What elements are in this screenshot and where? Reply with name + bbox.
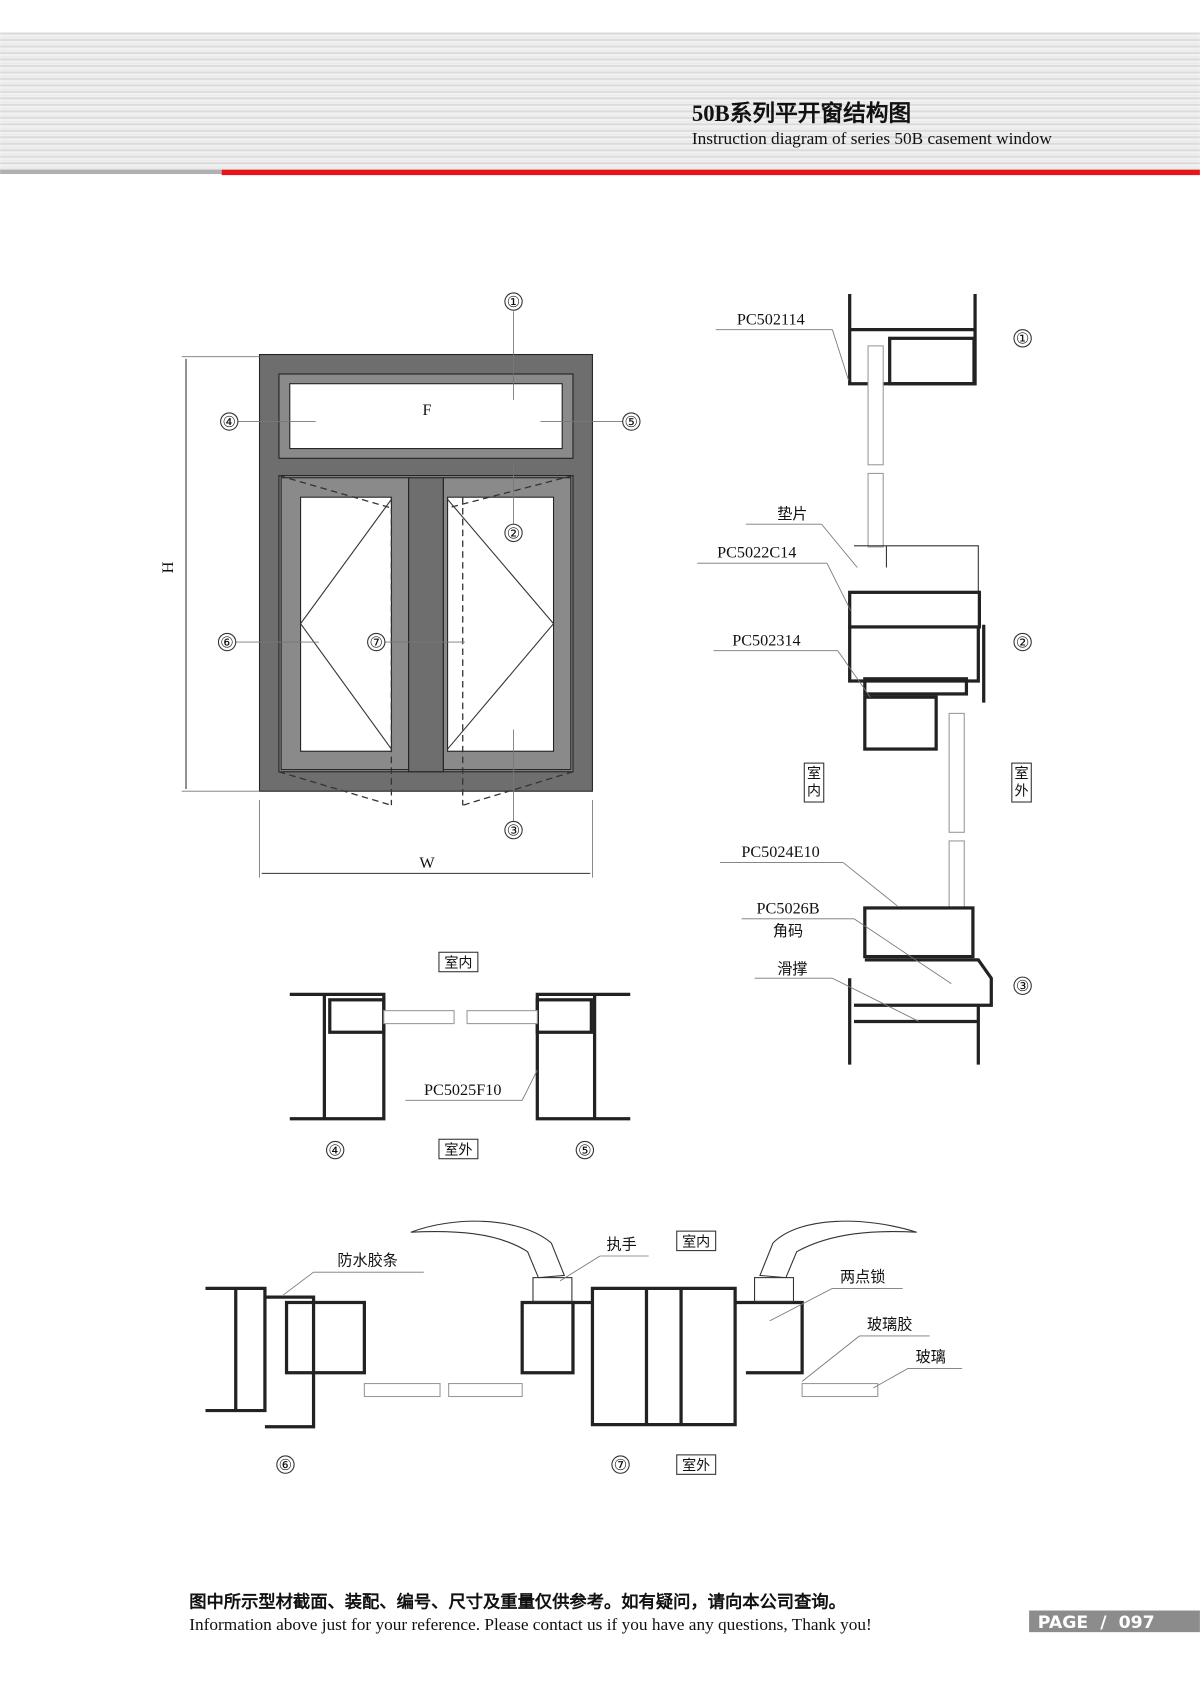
fixed-pane-label: F [423,401,432,419]
part-label: PC5022C14 [717,544,796,562]
part-label: 滑撑 [777,960,807,978]
footer-note-cn: 图中所示型材截面、装配、编号、尺寸及重量仅供参考。如有疑问，请向本公司查询。 [189,1591,846,1612]
elevation-markers: ① ② ③ ④ ⑤ ⑥ ⑦ [217,292,641,840]
part-label: 两点锁 [840,1268,885,1286]
svg-text:⑦: ⑦ [369,635,383,651]
footer-note-en: Information above just for your referenc… [189,1615,872,1634]
part-label: 执手 [606,1236,636,1254]
indoor-label: 室内 [444,954,472,971]
header-gray-bar [0,169,222,175]
indoor-label: 室内 [682,1233,710,1250]
window-elevation: ① ② ③ ④ ⑤ ⑥ ⑦ F H W [159,292,641,878]
part-label: PC5026B [757,899,820,917]
svg-text:④: ④ [222,415,236,431]
svg-text:⑥: ⑥ [279,1458,293,1474]
svg-text:②: ② [507,526,521,542]
outdoor-label: 室外 [682,1457,710,1474]
footer: 图中所示型材截面、装配、编号、尺寸及重量仅供参考。如有疑问，请向本公司查询。 I… [189,1591,1200,1634]
width-label: W [419,854,435,872]
vertical-section: PC502114 垫片 PC5022C14 PC502314 PC5024E10… [697,294,1032,1065]
svg-text:③: ③ [507,824,521,840]
svg-text:⑤: ⑤ [625,415,639,431]
page-subtitle: Instruction diagram of series 50B caseme… [692,129,1052,148]
part-label: 玻璃胶 [867,1315,912,1333]
svg-text:①: ① [1016,332,1030,348]
part-label: 防水胶条 [337,1252,398,1270]
part-label: 垫片 [777,505,807,523]
label-char: 外 [1015,784,1029,800]
page-title: 50B系列平开窗结构图 [692,100,911,126]
part-label: 角码 [773,922,803,940]
page-number-badge [1029,1610,1200,1633]
indoor-label: 室内 [807,765,821,799]
horizontal-section: 防水胶条 执手 两点锁 玻璃胶 玻璃 室内 室外 ⑥ ⑦ [205,1220,963,1475]
svg-text:③: ③ [1016,979,1030,995]
svg-text:⑤: ⑤ [578,1143,592,1159]
svg-text:④: ④ [328,1143,342,1159]
height-label: H [159,561,177,573]
part-label: PC502114 [737,310,805,328]
part-label: 玻璃 [916,1348,946,1366]
svg-text:②: ② [1016,635,1030,651]
header-banner: 50B系列平开窗结构图 Instruction diagram of serie… [0,32,1200,176]
svg-text:⑥: ⑥ [220,635,234,651]
part-label: PC5024E10 [741,843,819,861]
header-red-bar [221,169,1200,176]
side-section: 室内 PC5025F10 室外 ④ ⑤ [289,951,631,1159]
part-label: PC502314 [732,631,800,649]
part-label: PC5025F10 [424,1081,501,1099]
label-char: 内 [807,784,821,800]
svg-text:①: ① [507,295,521,311]
outdoor-label: 室外 [444,1141,472,1158]
page-number: PAGE / 097 [1038,1613,1155,1633]
outdoor-label: 室外 [1015,765,1029,799]
svg-text:⑦: ⑦ [614,1458,628,1474]
